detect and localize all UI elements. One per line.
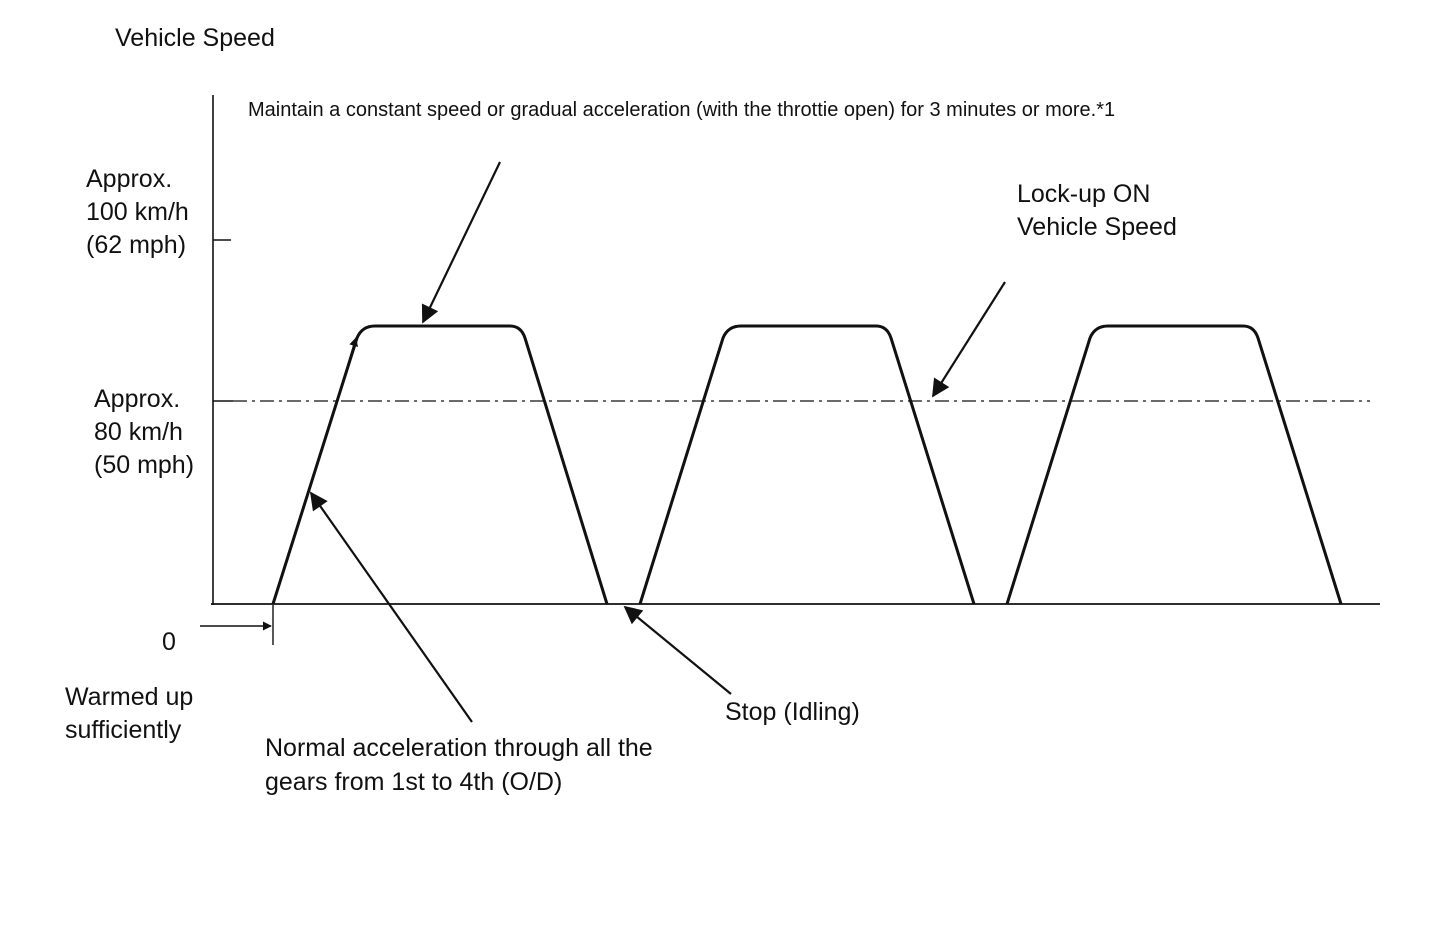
warmed-up-line2: sufficiently: [65, 716, 182, 744]
stop-pointer-arrow: [623, 605, 732, 695]
normal-acceleration-line1: Normal acceleration through all the: [265, 734, 653, 762]
stop-idling-label: Stop (Idling): [725, 698, 860, 726]
normal-acceleration-pointer-arrow: [309, 491, 473, 723]
speed-100-line3: (62 mph): [86, 231, 187, 259]
speed-cycle-2: [638, 324, 976, 605]
y-axis-title: Vehicle Speed: [115, 24, 275, 52]
speed-80-line1: Approx.: [94, 385, 181, 413]
lockup-line1: Lock-up ON: [1017, 180, 1151, 208]
lockup-line2: Vehicle Speed: [1017, 213, 1177, 241]
lockup-pointer-arrow: [932, 281, 1006, 398]
normal-acceleration-line2: gears from 1st to 4th (O/D): [265, 768, 563, 796]
zero-label: 0: [162, 628, 176, 656]
ramp-arrow: [321, 337, 358, 451]
warmed-up-line1: Warmed up: [65, 683, 194, 711]
speed-100-line2: 100 km/h: [86, 198, 189, 226]
speed-100-line1: Approx.: [86, 165, 173, 193]
speed-80-line2: 80 km/h: [94, 418, 183, 446]
speed-80-line3: (50 mph): [94, 451, 195, 479]
speed-cycle-1: [271, 324, 609, 605]
speed-cycle-3: [1005, 324, 1343, 605]
constant-speed-pointer-arrow: [421, 161, 501, 324]
top-note: Maintain a constant speed or gradual acc…: [248, 99, 1116, 121]
